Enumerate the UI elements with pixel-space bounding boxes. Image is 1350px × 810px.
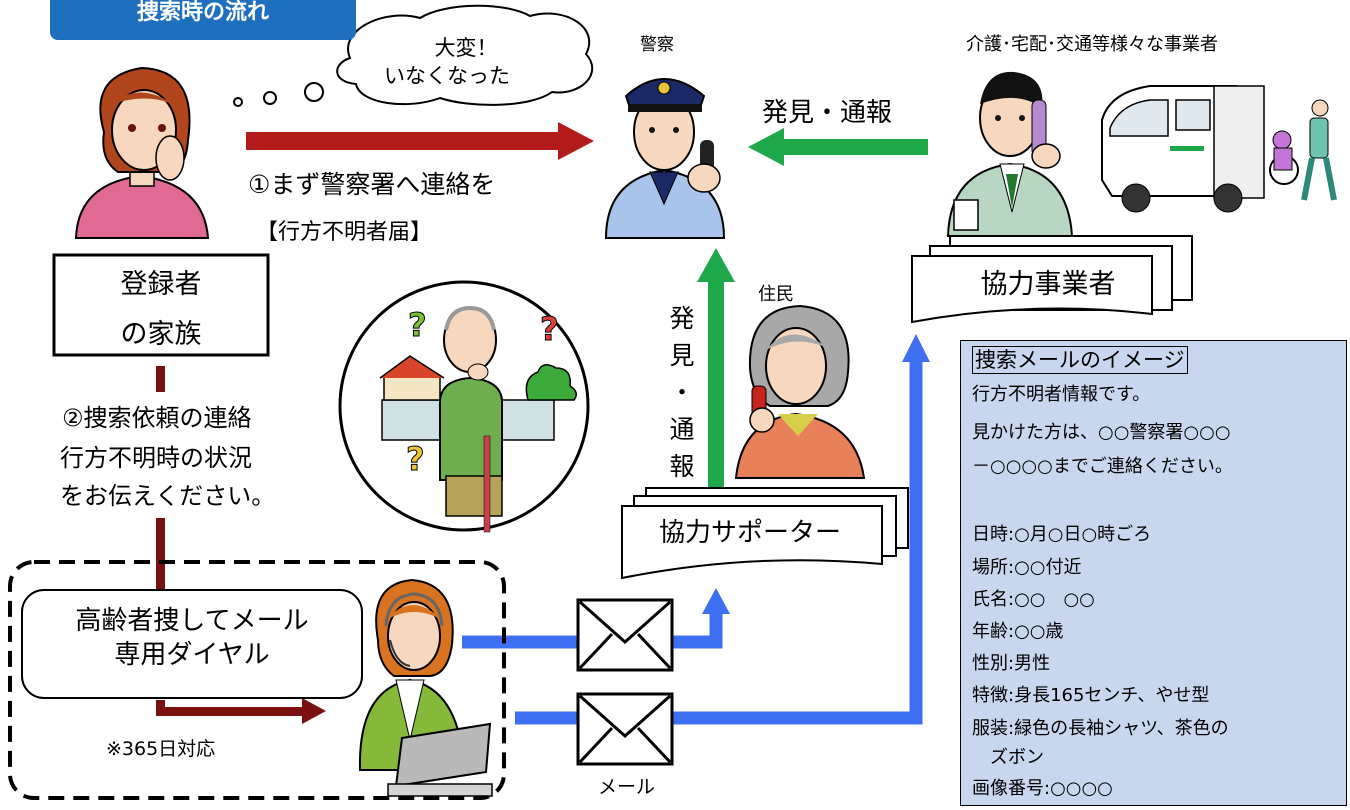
mail-image-line: ズボン xyxy=(972,747,1044,768)
dial-label-line-1: 高齢者捜してメール xyxy=(75,606,309,636)
step2-line-2: をお伝えください。 xyxy=(60,482,276,510)
step1-label: ①まず警察署へ連絡を xyxy=(248,170,496,199)
businessman-phone-icon xyxy=(946,71,1074,237)
vertical-char: 発 xyxy=(669,304,695,333)
svg-text:?: ? xyxy=(406,440,425,478)
mail-image-line: 氏名:○○ ○○ xyxy=(972,589,1095,610)
discover-report-label: 発見・通報 xyxy=(762,98,893,128)
family-label-line-2: の家族 xyxy=(120,319,202,350)
police-label: 警察 xyxy=(640,35,674,55)
page-title-tab: 捜索時の流れ xyxy=(50,0,356,40)
cooperating-supporter-label: 協力サポーター xyxy=(658,518,841,548)
svg-text:?: ? xyxy=(540,310,559,348)
dial-box xyxy=(21,589,363,699)
police-officer-icon xyxy=(604,78,726,239)
vertical-char: 報 xyxy=(669,452,695,481)
envelope-icon xyxy=(576,692,674,766)
vertical-char: 見 xyxy=(669,341,695,370)
mail-image-line: 行方不明者情報です。 xyxy=(972,384,1151,405)
page-title: 捜索時の流れ xyxy=(136,0,269,25)
bubble-line-1: 大変！ xyxy=(434,36,498,60)
bubble-line-2: いなくなった xyxy=(384,64,510,88)
mail-image-line: 年齢:○○歳 xyxy=(972,621,1064,642)
connector-family-to-dial xyxy=(156,366,326,724)
cooperating-business-stack xyxy=(911,235,1193,324)
cooperating-business-label: 協力事業者 xyxy=(980,269,1116,300)
businesses-label: 介護･宅配･交通等様々な事業者 xyxy=(966,34,1218,55)
arrow-supporter-to-police xyxy=(697,248,735,488)
family-label-line-1: 登録者 xyxy=(120,269,202,300)
woman-worried-icon xyxy=(74,66,210,239)
elderly-man-lost-icon: ? ? ? xyxy=(338,280,590,533)
vertical-char: 通 xyxy=(669,415,695,444)
mail-image-panel xyxy=(960,340,1347,806)
mail-image-line: 日時:○月○日○時ごろ xyxy=(972,524,1152,545)
mail-image-line: 場所:○○付近 xyxy=(972,557,1082,578)
resident-label: 住民 xyxy=(758,284,794,305)
arrow-family-to-police xyxy=(246,122,594,160)
thought-bubble xyxy=(233,4,594,107)
resident-woman-phone-icon xyxy=(734,304,866,479)
vertical-discover-report: 発 見 ・ 通 報 xyxy=(666,300,698,485)
welfare-van-icon xyxy=(1101,85,1337,213)
dial-region xyxy=(8,560,506,800)
step2-label: ②捜索依頼の連絡 xyxy=(62,404,252,432)
dial-label-line-2: 専用ダイヤル xyxy=(114,640,270,670)
support-365-label: ※365日対応 xyxy=(106,738,216,760)
mail-image-line: 性別:男性 xyxy=(972,653,1051,674)
operator-headset-icon xyxy=(358,578,493,797)
arrow-business-to-police xyxy=(748,128,928,166)
mail-image-line: 見かけた方は、○○警察署○○○ xyxy=(972,422,1231,443)
cooperating-supporter-stack xyxy=(621,487,909,580)
family-box xyxy=(52,253,270,357)
svg-text:?: ? xyxy=(408,306,427,344)
mail-image-line: 画像番号:○○○○ xyxy=(972,778,1113,799)
mail-image-line: －○○○○までご連絡ください。 xyxy=(972,456,1233,477)
vertical-char: ・ xyxy=(669,378,695,407)
envelope-icon xyxy=(576,598,674,672)
arrow-operator-to-supporter xyxy=(462,588,730,649)
mail-image-line: 特徴:身長165センチ、やせ型 xyxy=(972,685,1210,706)
mail-image-title: 捜索メールのイメージ xyxy=(972,346,1188,374)
mail-image-line: 服装:緑色の長袖シャツ、茶色の xyxy=(972,718,1229,739)
step1-sub-label: 【行方不明者届】 xyxy=(256,220,433,245)
step2-line-1: 行方不明時の状況 xyxy=(60,444,252,472)
mail-label: メール xyxy=(598,776,656,798)
